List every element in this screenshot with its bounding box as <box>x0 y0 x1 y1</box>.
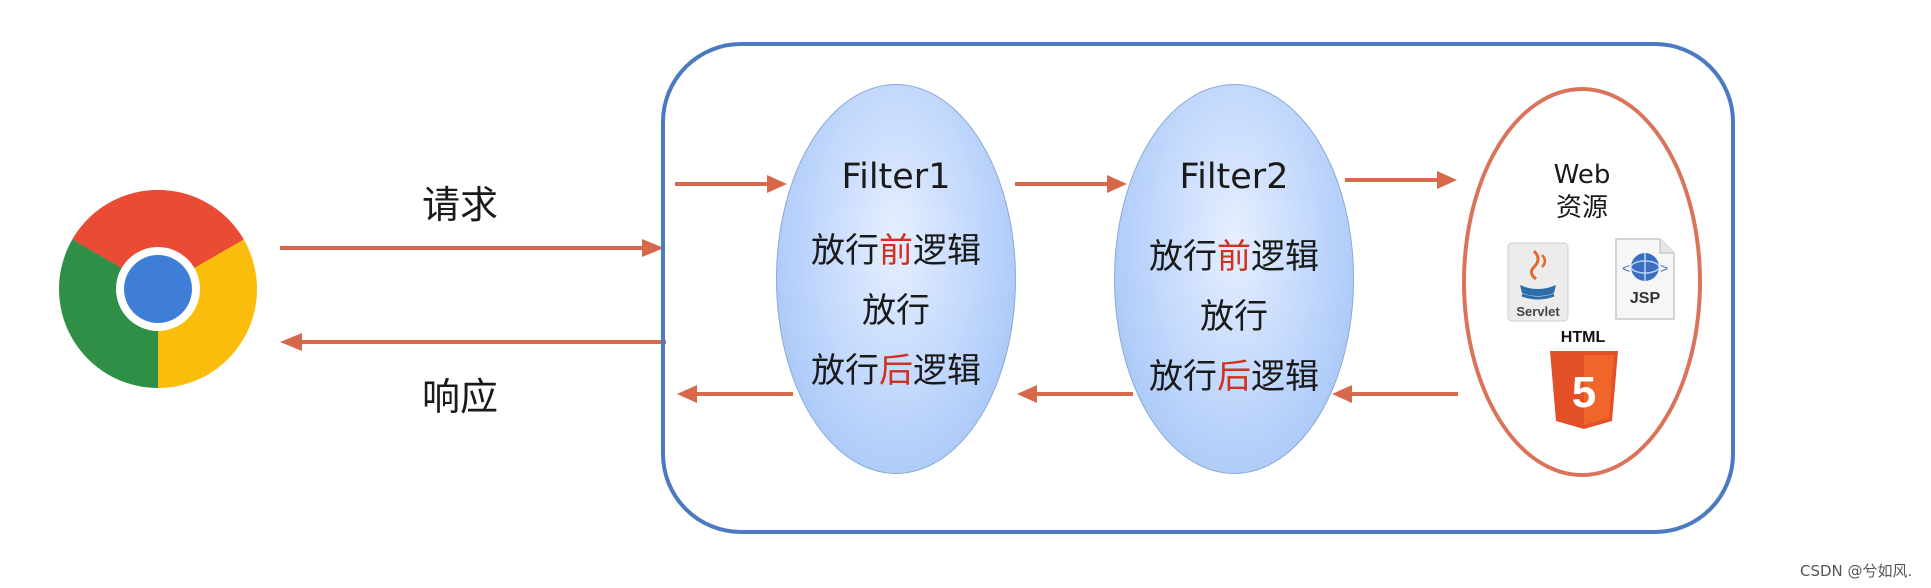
forward-arrow-3 <box>1345 171 1457 189</box>
backward-arrow-1 <box>677 385 793 403</box>
html5-shield-icon: 5 <box>1550 351 1618 429</box>
filter2-pre-logic: 放行前逻辑 <box>1149 237 1319 277</box>
svg-text:5: 5 <box>1572 368 1596 417</box>
filter2-ellipse: Filter2 放行前逻辑 放行 放行后逻辑 <box>1114 84 1354 474</box>
request-arrow <box>280 239 664 257</box>
filter2-pass: 放行 <box>1200 297 1268 337</box>
filter1-ellipse: Filter1 放行前逻辑 放行 放行后逻辑 <box>776 84 1016 474</box>
svg-text:<: < <box>1622 260 1630 276</box>
chrome-browser-icon <box>59 190 257 388</box>
forward-arrow-2 <box>1015 175 1127 193</box>
filter2-post-logic: 放行后逻辑 <box>1149 357 1319 397</box>
response-arrow <box>280 333 666 351</box>
backward-arrow-3 <box>1332 385 1458 403</box>
response-label: 响应 <box>421 375 498 419</box>
servlet-java-icon: Servlet <box>1507 242 1569 322</box>
svg-text:JSP: JSP <box>1630 290 1661 307</box>
svg-text:Servlet: Servlet <box>1516 304 1560 319</box>
filter1-pass: 放行 <box>862 291 930 331</box>
web-resource-ellipse: Web 资源 Servlet < > JSP HTML 5 <box>1462 87 1702 477</box>
filter1-title: Filter1 <box>841 157 951 197</box>
html-label: HTML <box>1560 329 1606 346</box>
filter1-post-logic: 放行后逻辑 <box>811 351 981 391</box>
watermark: CSDN @兮如风. <box>1800 562 1913 580</box>
filter2-title: Filter2 <box>1179 157 1289 197</box>
backward-arrow-2 <box>1017 385 1133 403</box>
web-server-container <box>661 42 1735 534</box>
svg-text:>: > <box>1660 260 1668 276</box>
filter1-pre-logic: 放行前逻辑 <box>811 231 981 271</box>
web-resource-title: Web 资源 <box>1553 160 1611 223</box>
request-label: 请求 <box>421 183 498 227</box>
forward-arrow-1 <box>675 175 787 193</box>
jsp-icon: < > JSP <box>1615 238 1675 320</box>
